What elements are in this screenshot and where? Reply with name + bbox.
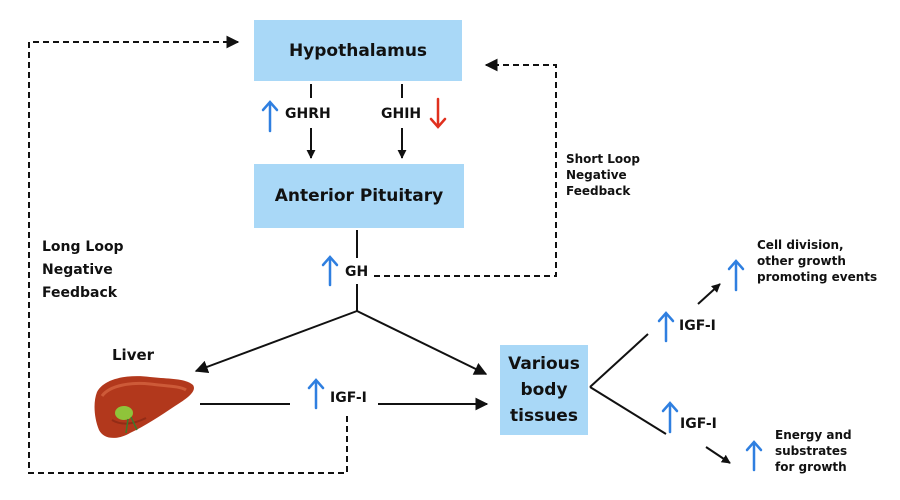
- branch-to-liver-arrow: [194, 310, 358, 374]
- branch-to-tissues-arrow: [356, 310, 488, 375]
- cell-division-line-1: Cell division,: [757, 238, 844, 252]
- energy-increase-icon: [745, 440, 763, 472]
- short-loop-line-1: Short Loop: [566, 152, 640, 166]
- short-loop-line-2: Negative: [566, 168, 627, 182]
- ghih-label: GHIH: [381, 106, 422, 122]
- cell-division-line-3: promoting events: [757, 270, 878, 284]
- long-loop-feedback-arrow: [28, 35, 348, 474]
- long-loop-line-1: Long Loop: [42, 239, 124, 255]
- hypothalamus-box: Hypothalamus: [254, 20, 462, 81]
- long-loop-line-2: Negative: [42, 262, 113, 278]
- tissues-label-line-3: tissues: [510, 406, 578, 426]
- igf1-liver-label: IGF-I: [330, 390, 367, 406]
- ghrh-label: GHRH: [285, 106, 331, 122]
- cell-division-line-2: other growth: [757, 254, 846, 268]
- hypothalamus-label: Hypothalamus: [288, 40, 428, 61]
- gh-label: GH: [345, 264, 369, 280]
- igf-liver-increase-icon: [307, 378, 325, 410]
- tissues-lower-branch-line: [589, 386, 667, 435]
- gh-increase-icon: [321, 255, 339, 287]
- upper-effect-arrow: [697, 283, 721, 305]
- cell-division-label: Cell division, other growth promoting ev…: [757, 237, 877, 285]
- long-loop-line-3: Feedback: [42, 285, 118, 301]
- igf1-lower-label: IGF-I: [680, 416, 717, 432]
- igf1-upper-label: IGF-I: [679, 318, 716, 334]
- ghih-decrease-icon: [429, 97, 447, 129]
- liver-icon: [94, 376, 194, 438]
- lower-effect-arrow: [705, 446, 731, 464]
- short-loop-line-3: Feedback: [566, 184, 631, 198]
- igf-upper-increase-icon: [657, 311, 675, 343]
- tissues-label-line-1: Various: [508, 354, 580, 374]
- short-loop-feedback-label: Short Loop Negative Feedback: [566, 151, 640, 199]
- anterior-pituitary-box: Anterior Pituitary: [254, 164, 464, 228]
- long-loop-feedback-label: Long Loop Negative Feedback: [42, 236, 124, 305]
- various-body-tissues-box: Various body tissues: [500, 345, 588, 435]
- igf-lower-increase-icon: [661, 401, 679, 434]
- energy-substrates-label: Energy and substrates for growth: [775, 427, 852, 475]
- energy-line-2: substrates: [775, 444, 848, 458]
- liver-label: Liver: [112, 346, 155, 364]
- tissues-upper-branch-line: [589, 333, 649, 388]
- tissues-label-line-2: body: [520, 380, 568, 400]
- short-loop-feedback-arrow: [374, 58, 557, 277]
- energy-line-1: Energy and: [775, 428, 852, 442]
- ghrh-increase-icon: [261, 100, 279, 133]
- energy-line-3: for growth: [775, 460, 847, 474]
- cell-division-increase-icon: [727, 259, 745, 292]
- anterior-pituitary-label: Anterior Pituitary: [274, 186, 444, 206]
